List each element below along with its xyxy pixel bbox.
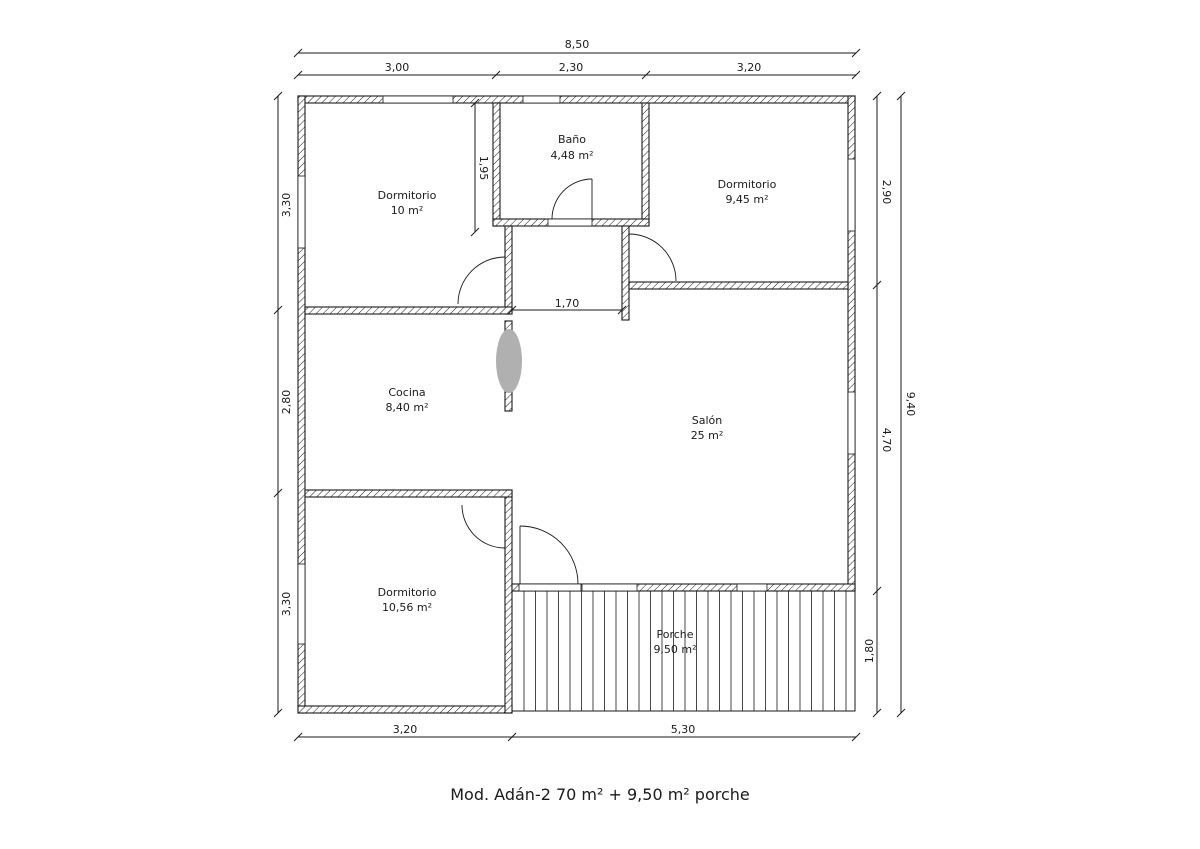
door-bath [551,178,593,220]
dim-right-part: 1,80 [863,639,876,664]
room-area: 9,45 m² [725,193,768,206]
dim-left-part: 3,30 [280,592,293,617]
room-name: Dormitorio [378,586,437,599]
door-bedroom1 [457,256,506,305]
dim-bottom-part: 5,30 [671,723,696,736]
room-area: 8,40 m² [385,401,428,414]
room-area: 10,56 m² [382,601,432,614]
room-name: Porche [656,628,693,641]
dim-left-part: 3,30 [280,193,293,218]
bedroom2-wall-bottom [628,281,849,290]
window [847,158,856,232]
dim-bottom-part: 3,20 [393,723,418,736]
dim-top-part: 2,30 [559,61,584,74]
dim-bath-depth: 1,95 [477,156,490,181]
room-name: Dormitorio [378,189,437,202]
room-name: Cocina [388,386,425,399]
door-bedroom3 [461,504,506,549]
dim-top-part: 3,00 [385,61,410,74]
bath-door-opening [547,218,593,227]
dim-top-total: 8,50 [565,38,590,51]
salon-wall-south [511,583,856,592]
room-name: Baño [558,133,586,146]
dim-top-part: 3,20 [737,61,762,74]
window [522,95,561,104]
room-name: Salón [692,414,723,427]
window [297,175,306,249]
dim-left-part: 2,80 [280,390,293,415]
room-area: 4,48 m² [550,149,593,162]
window [847,391,856,455]
bath-wall-right [641,102,650,227]
windows [297,95,856,645]
bedroom1-wall-bottom [304,306,513,315]
dim-hall-width: 1,70 [555,297,580,310]
window [297,563,306,645]
bedroom3-wall-top [304,489,513,498]
room-area: 9,50 m² [653,643,696,656]
outer-wall-bottom [297,705,513,714]
dimension-labels: 8,50 3,00 2,30 3,20 3,20 5,30 3,30 2,80 … [280,38,917,736]
room-area: 10 m² [391,204,424,217]
door-entrance [519,525,579,585]
outer-wall-top [297,95,856,104]
window [382,95,454,104]
doors [457,178,677,585]
hall-wall-left [504,225,513,315]
room-area: 25 m² [691,429,724,442]
porch-deck [511,590,856,712]
room-labels: Dormitorio 10 m² Baño 4,48 m² Dormitorio… [378,133,777,656]
window [581,583,638,592]
bedroom3-wall-right [504,489,513,714]
window [736,583,768,592]
plan-caption: Mod. Adán-2 70 m² + 9,50 m² porche [450,785,750,804]
dim-right-total: 9,40 [904,392,917,417]
entrance-threshold [518,583,582,592]
stove-marker [496,329,522,393]
dim-right-part: 4,70 [880,428,893,453]
dim-right-part: 2,90 [880,180,893,205]
door-bedroom2 [628,233,677,282]
room-name: Dormitorio [718,178,777,191]
bath-wall-left [492,102,501,227]
dimension-lines [273,48,906,742]
